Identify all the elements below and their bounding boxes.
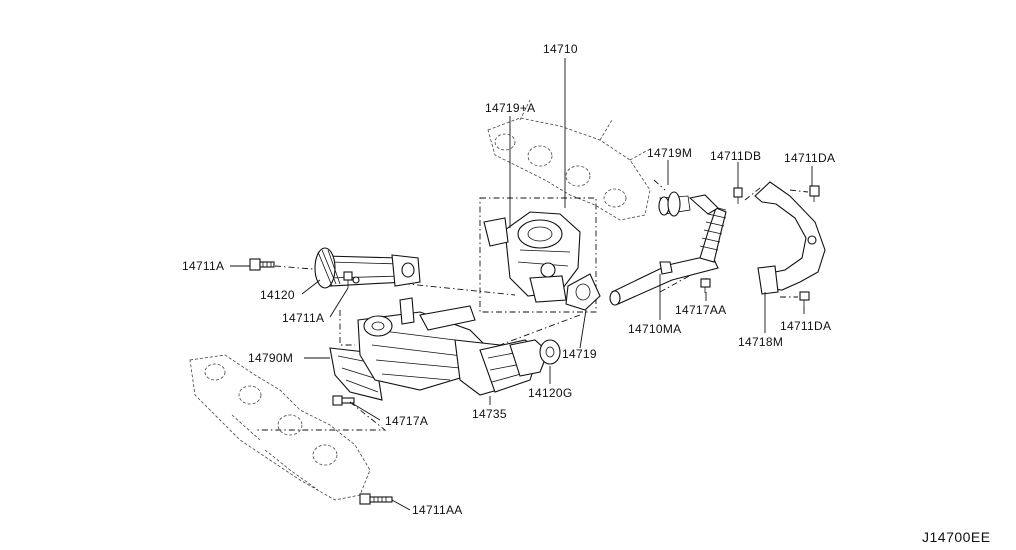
label-14719a: 14719+A (485, 101, 535, 115)
label-14711da-top: 14711DA (784, 151, 835, 165)
diagram-code: J14700EE (922, 529, 991, 545)
label-14719: 14719 (562, 347, 597, 361)
bolt-14711da-bottom (799, 291, 810, 306)
gasket-14120g (539, 339, 561, 365)
egr-valve-14710 (483, 211, 581, 303)
bracket-14718m (754, 181, 826, 295)
bolt-14711da-top (809, 185, 820, 202)
label-14120: 14120 (260, 288, 295, 302)
label-14120g: 14120G (528, 386, 573, 400)
label-14711a-mid: 14711A (282, 311, 324, 325)
label-14710: 14710 (543, 42, 578, 56)
bolt-14711a-mid (343, 271, 353, 288)
leader-lines (230, 58, 813, 511)
egr-cooler-14735 (357, 297, 549, 396)
label-14717a: 14717A (385, 414, 428, 428)
gasket-14719m (667, 191, 681, 217)
bolt-14711a-left (249, 258, 275, 271)
egr-pipe-14710ma (609, 194, 727, 306)
label-14735: 14735 (472, 407, 507, 421)
label-14711aa: 14711AA (412, 503, 463, 517)
exhaust-manifold-upper (487, 99, 651, 221)
engine-block-lower (189, 354, 371, 501)
bolt-14717aa (700, 278, 711, 293)
label-14790m: 14790M (248, 351, 293, 365)
egr-tube-14120 (314, 247, 421, 289)
label-14711a-left: 14711A (182, 259, 224, 273)
bolt-14711aa (359, 493, 393, 505)
label-14717aa: 14717AA (675, 303, 726, 317)
label-14710ma: 14710MA (628, 322, 681, 336)
label-14718m: 14718M (738, 335, 783, 349)
part-labels: 14710 14719+A 14719M 14711DB 14711DA 147… (182, 42, 991, 545)
bolt-14717a (332, 395, 355, 406)
label-14711db: 14711DB (710, 149, 761, 163)
gasket-14719 (565, 273, 601, 311)
bolt-14711db (733, 187, 743, 204)
label-14711da-bottom: 14711DA (780, 319, 831, 333)
label-14719m: 14719M (647, 146, 692, 160)
